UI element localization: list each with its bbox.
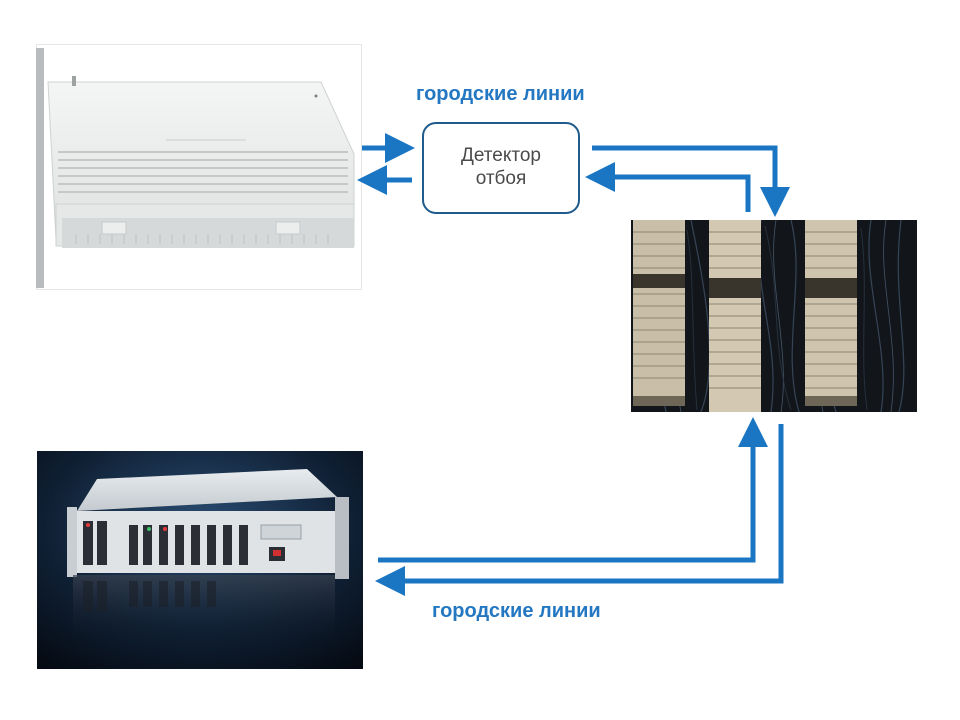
arrow-rack-to-patch	[378, 417, 768, 563]
arrow-patch-to-detector	[585, 162, 751, 212]
arrow-patch-to-rack	[375, 424, 784, 596]
arrow-detector-to-patch	[592, 145, 790, 217]
bottom-route-label: городские линии	[432, 600, 601, 622]
top-route-label: городские линии	[416, 83, 585, 105]
hangup-detector-box: Детектор отбоя	[422, 122, 580, 214]
pbx-image	[36, 44, 362, 290]
detector-label-line2: отбоя	[475, 168, 527, 189]
rack-gateway-image	[37, 451, 363, 669]
cross-connect-image	[631, 220, 917, 412]
detector-label-line1: Детектор	[460, 145, 541, 167]
